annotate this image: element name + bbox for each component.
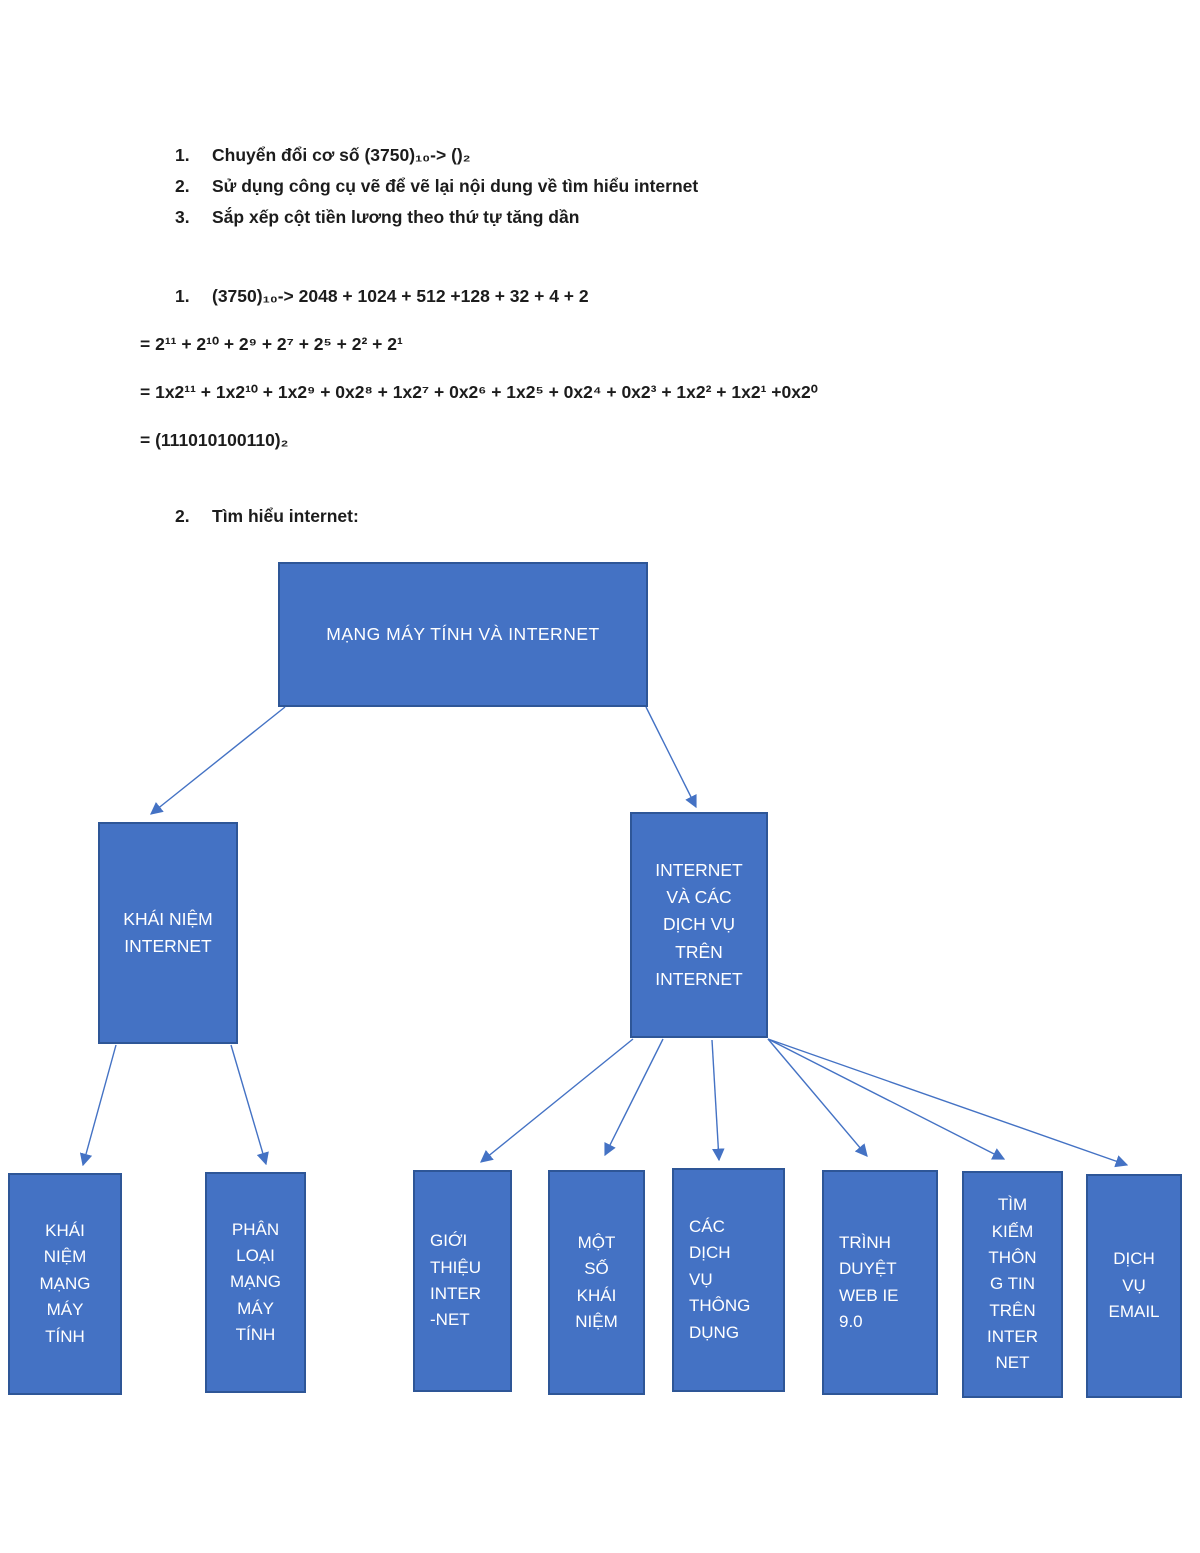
section-heading: 2. Tìm hiểu internet: xyxy=(175,506,359,527)
diagram-leaf-tim-kiem-thong-tin: TÌM KIẾM THÔN G TIN TRÊN INTER NET xyxy=(962,1171,1063,1398)
task-number: 3. xyxy=(175,207,190,227)
arrow-right-to-leaf7 xyxy=(767,1038,1006,1160)
diagram-leaf-dich-vu-email: DỊCH VỤ EMAIL xyxy=(1086,1174,1182,1398)
arrow-right-to-leaf3 xyxy=(480,1038,634,1163)
diagram-leaf-gioi-thieu-internet: GIỚI THIỆU INTER -NET xyxy=(413,1170,512,1392)
diagram-leaf-trinh-duyet-web: TRÌNH DUYỆT WEB IE 9.0 xyxy=(822,1170,938,1395)
solution-number: 1. xyxy=(175,286,190,306)
section-number: 2. xyxy=(175,506,190,526)
arrow-root-to-left xyxy=(150,706,286,815)
task-list: 1. Chuyển đổi cơ số (3750)₁₀-> ()₂ 2. Sử… xyxy=(175,140,698,233)
equation-text: (3750)₁₀-> 2048 + 1024 + 512 +128 + 32 +… xyxy=(212,286,589,306)
task-text: Chuyển đổi cơ số (3750)₁₀-> ()₂ xyxy=(212,145,471,165)
arrow-right-to-leaf5 xyxy=(711,1039,725,1162)
arrow-right-to-leaf6 xyxy=(767,1038,868,1157)
diagram-root-box: MẠNG MÁY TÍNH VÀ INTERNET xyxy=(278,562,648,707)
task-text: Sử dụng công cụ vẽ để vẽ lại nội dung về… xyxy=(212,176,699,196)
task-item: 1. Chuyển đổi cơ số (3750)₁₀-> ()₂ xyxy=(175,140,698,171)
diagram-leaf-phan-loai-mang: PHÂN LOẠI MẠNG MÁY TÍNH xyxy=(205,1172,306,1393)
diagram-box-khai-niem-internet: KHÁI NIỆM INTERNET xyxy=(98,822,238,1044)
solution-block: 1. (3750)₁₀-> 2048 + 1024 + 512 +128 + 3… xyxy=(140,286,818,478)
arrow-root-to-right xyxy=(645,706,697,809)
diagram-box-internet-dich-vu: INTERNET VÀ CÁC DỊCH VỤ TRÊN INTERNET xyxy=(630,812,768,1038)
arrow-right-to-leaf8 xyxy=(767,1038,1129,1168)
equation-line: 1. (3750)₁₀-> 2048 + 1024 + 512 +128 + 3… xyxy=(140,286,818,307)
arrow-right-to-leaf4 xyxy=(604,1038,664,1157)
arrow-left-to-leaf2 xyxy=(230,1044,269,1166)
task-item: 2. Sử dụng công cụ vẽ để vẽ lại nội dung… xyxy=(175,171,698,202)
task-item: 3. Sắp xếp cột tiền lương theo thứ tự tă… xyxy=(175,202,698,233)
section-title: Tìm hiểu internet: xyxy=(212,506,359,526)
task-number: 1. xyxy=(175,145,190,165)
diagram-leaf-khai-niem-mang: KHÁI NIỆM MẠNG MÁY TÍNH xyxy=(8,1173,122,1395)
diagram-leaf-mot-so-khai-niem: MỘT SỐ KHÁI NIỆM xyxy=(548,1170,645,1395)
equation-line: = 1x2¹¹ + 1x2¹⁰ + 1x2⁹ + 0x2⁸ + 1x2⁷ + 0… xyxy=(140,382,818,402)
diagram-leaf-dich-vu-thong-dung: CÁC DỊCH VỤ THÔNG DỤNG xyxy=(672,1168,785,1392)
task-number: 2. xyxy=(175,176,190,196)
equation-line: = 2¹¹ + 2¹⁰ + 2⁹ + 2⁷ + 2⁵ + 2² + 2¹ xyxy=(140,334,403,354)
task-text: Sắp xếp cột tiền lương theo thứ tự tăng … xyxy=(212,207,580,227)
equation-line: = (111010100110)₂ xyxy=(140,430,289,450)
arrow-left-to-leaf1 xyxy=(79,1044,117,1167)
